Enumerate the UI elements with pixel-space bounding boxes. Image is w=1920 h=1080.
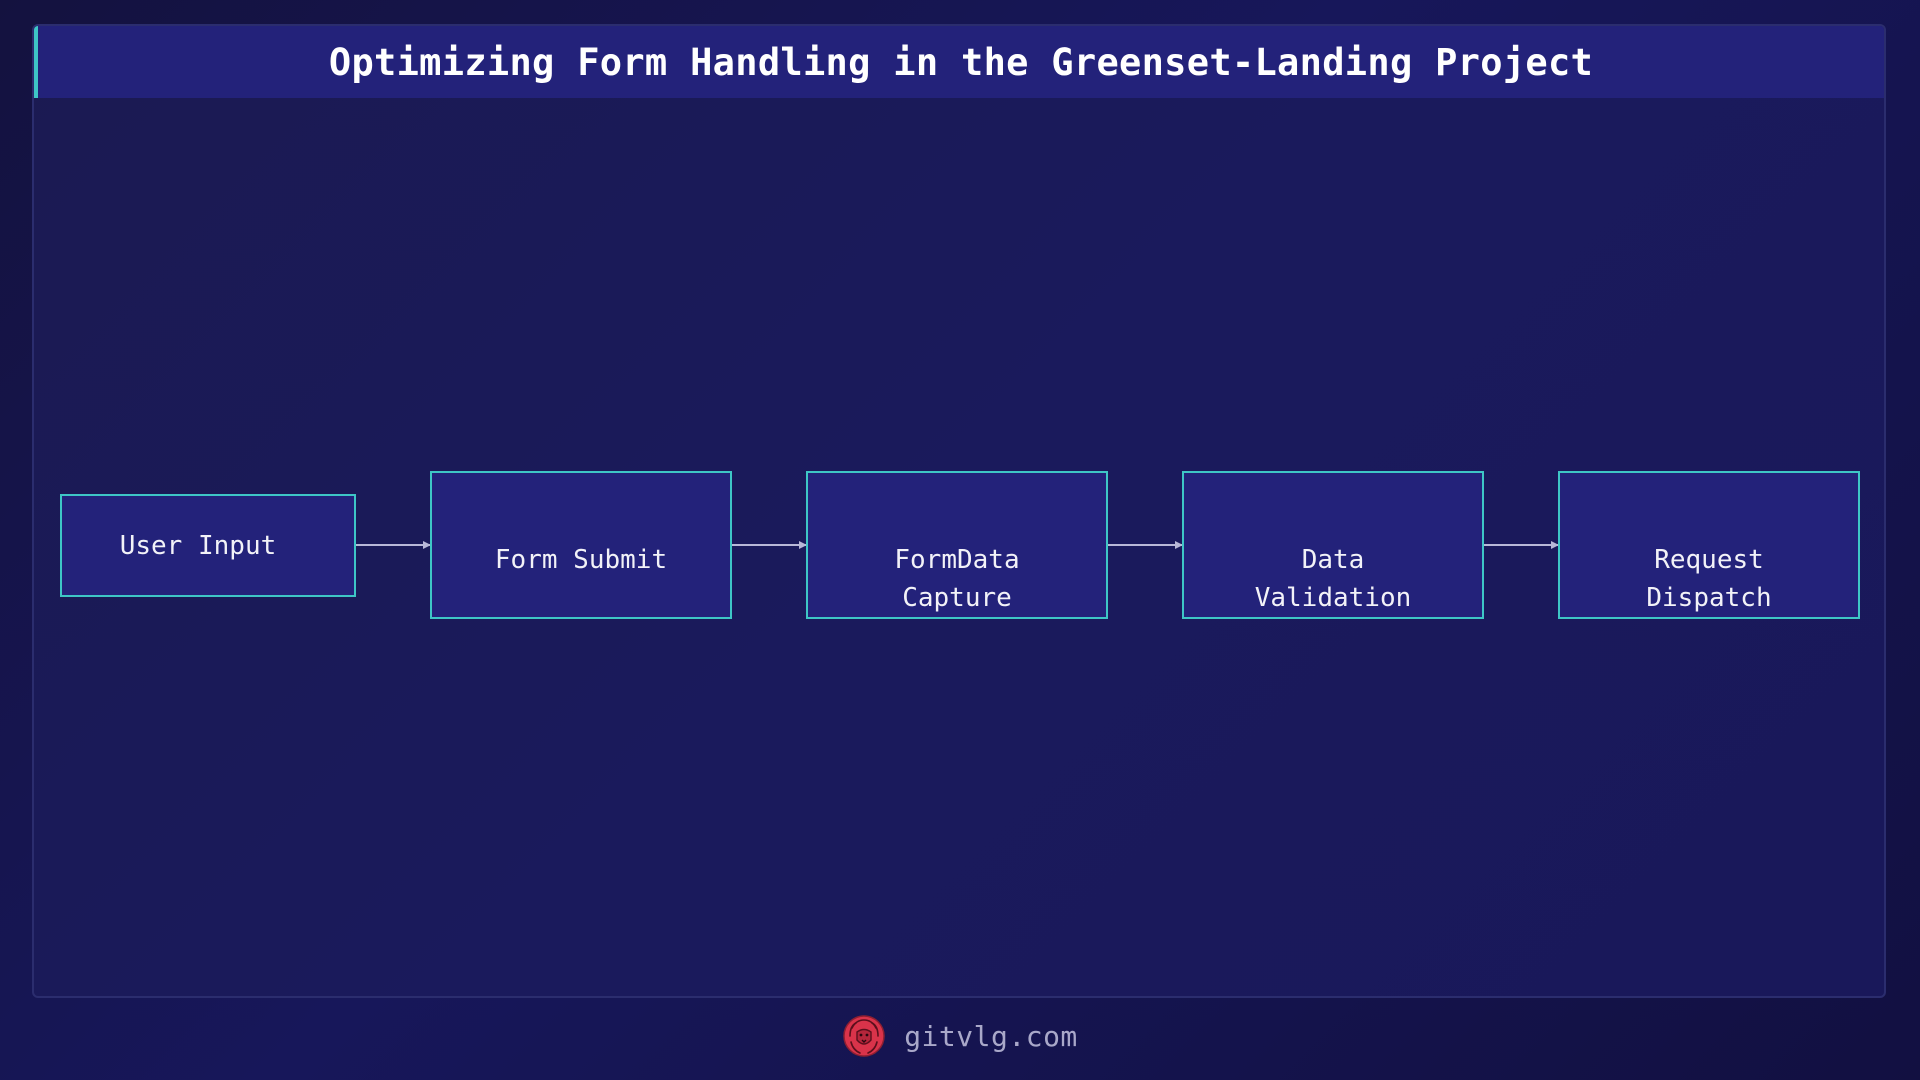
- node-request-dispatch: Request Dispatch: [1558, 471, 1860, 619]
- node-label: FormData Capture: [894, 545, 1020, 613]
- footer-brand[interactable]: gitvlg.com: [842, 1014, 1078, 1058]
- footer: gitvlg.com: [0, 1010, 1920, 1062]
- node-data-validation: Data Validation: [1182, 471, 1484, 619]
- title-bar: Optimizing Form Handling in the Greenset…: [34, 26, 1884, 98]
- node-label: Request Dispatch: [1646, 545, 1772, 613]
- footer-site-link[interactable]: gitvlg.com: [904, 1019, 1078, 1053]
- lion-logo-icon: [843, 1015, 885, 1057]
- node-label: Data Validation: [1254, 545, 1412, 613]
- node-form-submit: Form Submit: [430, 471, 732, 619]
- page-title: Optimizing Form Handling in the Greenset…: [328, 40, 1594, 84]
- node-label: Form Submit: [494, 545, 668, 575]
- node-formdata-capture: FormData Capture: [806, 471, 1108, 619]
- node-user-input: User Input: [60, 494, 356, 597]
- node-label: User Input: [119, 530, 277, 561]
